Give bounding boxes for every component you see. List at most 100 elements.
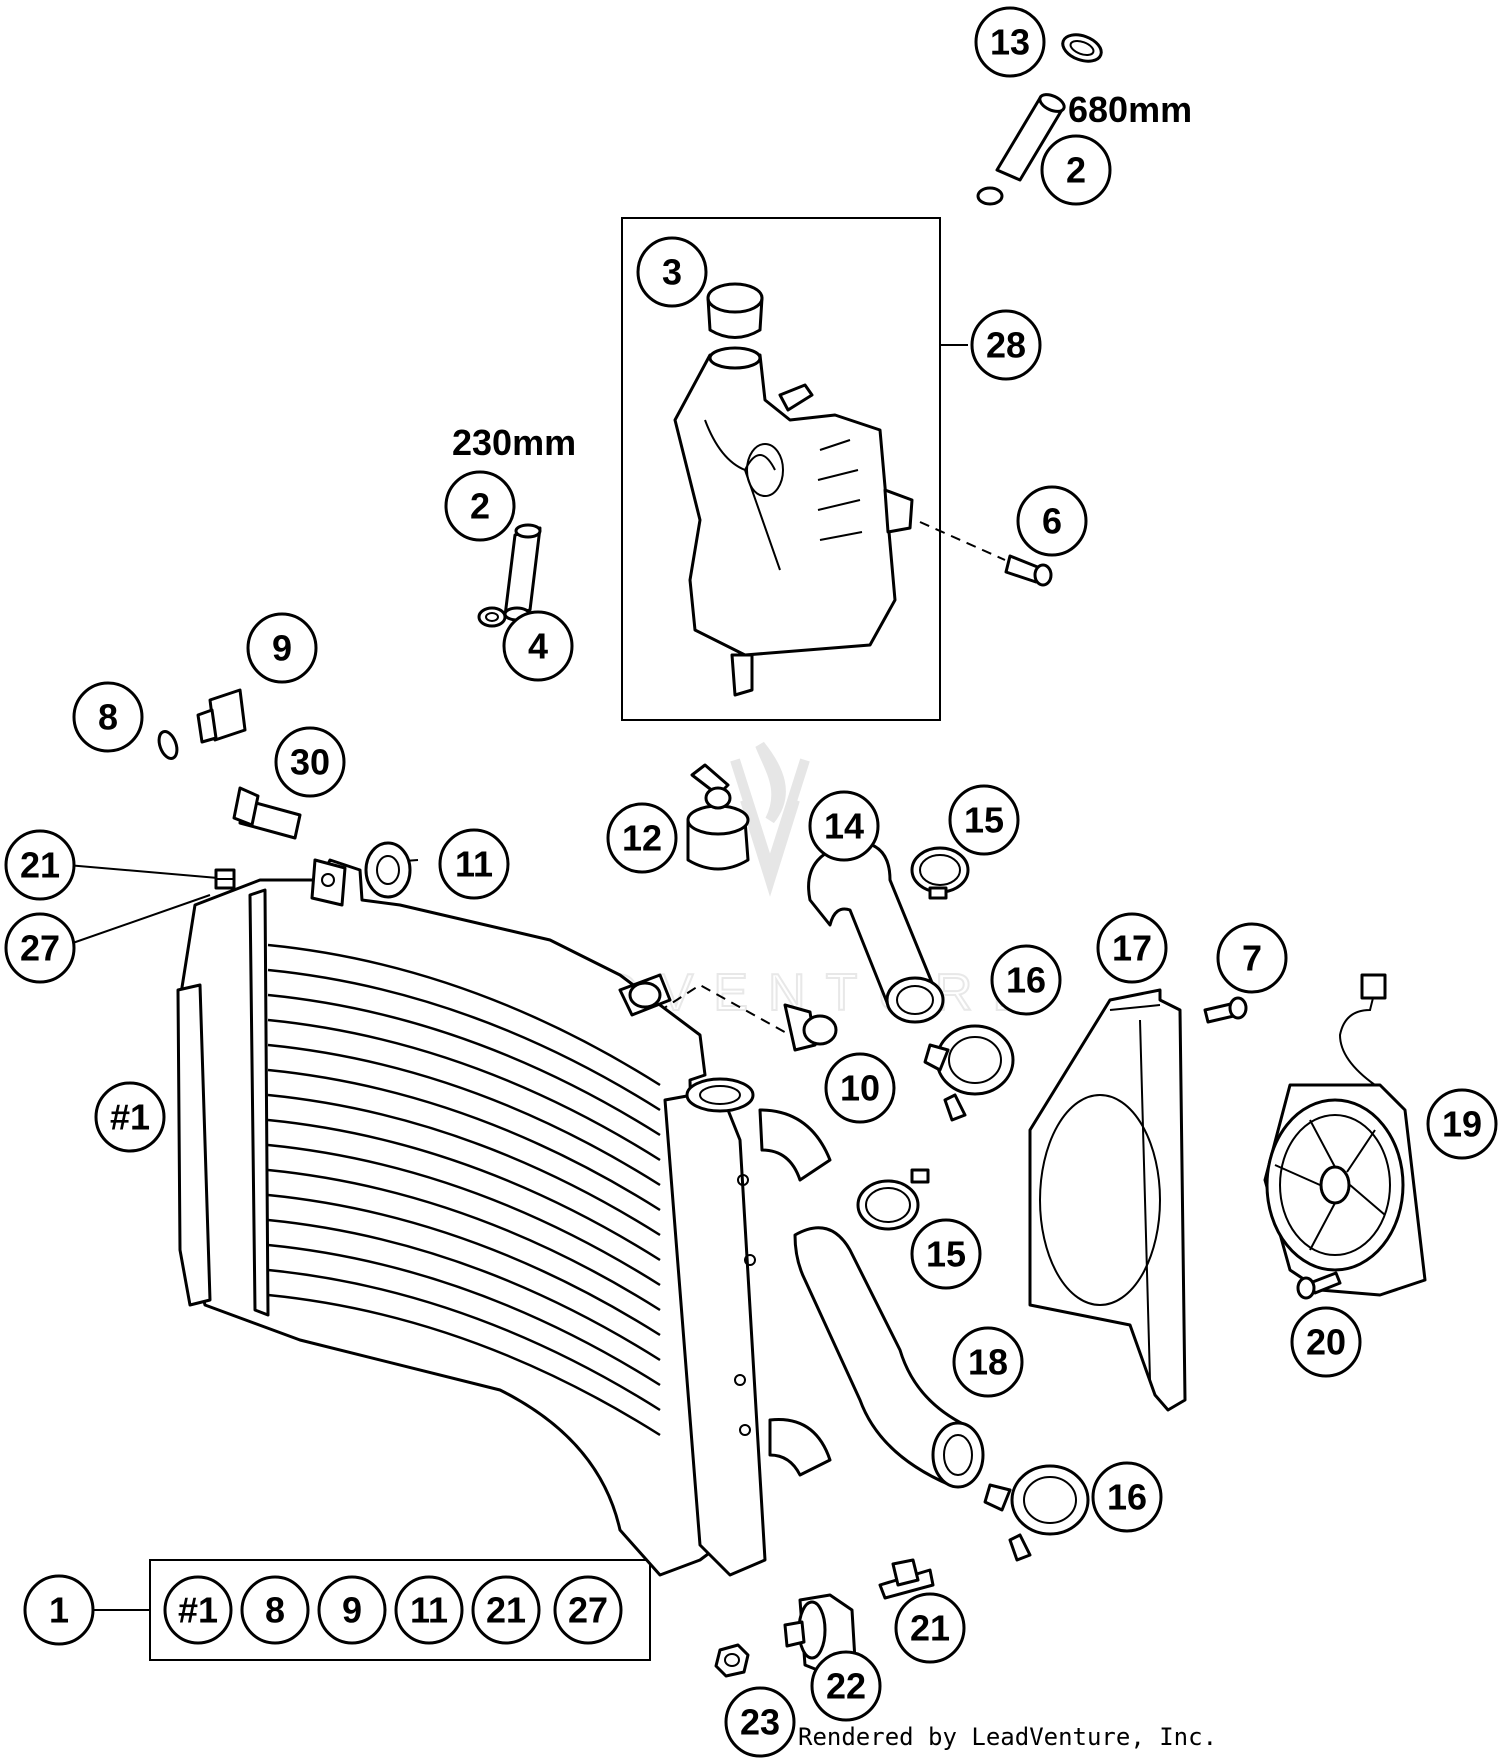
- callout-2-lower[interactable]: 2: [444, 470, 516, 542]
- svg-text:14: 14: [824, 806, 864, 847]
- svg-text:8: 8: [98, 697, 118, 738]
- bolt-10: [783, 1003, 838, 1052]
- svg-text:4: 4: [528, 626, 548, 667]
- callout-11[interactable]: 11: [438, 828, 510, 900]
- radiator-cap: [686, 763, 750, 871]
- callout-radiator-hash1[interactable]: #1: [94, 1081, 166, 1153]
- callout-8[interactable]: 8: [72, 681, 144, 753]
- callout-22[interactable]: 22: [810, 1650, 882, 1722]
- svg-text:23: 23: [740, 1702, 780, 1743]
- kit-item-8[interactable]: 8: [240, 1575, 310, 1645]
- callout-16-lower[interactable]: 16: [1091, 1461, 1163, 1533]
- callout-21-upper[interactable]: 21: [4, 829, 76, 901]
- svg-text:10: 10: [840, 1068, 880, 1109]
- bleed-screw-21: [214, 868, 236, 890]
- cooling-fan: [1263, 973, 1427, 1297]
- reservoir-group-box: [621, 217, 941, 721]
- callout-7[interactable]: 7: [1216, 922, 1288, 994]
- screw-20: [1296, 1271, 1342, 1300]
- svg-text:7: 7: [1242, 938, 1262, 979]
- spring-clamp-16-upper: [923, 1024, 1015, 1122]
- callout-28[interactable]: 28: [970, 309, 1042, 381]
- bolt-21-lower: [878, 1558, 935, 1600]
- svg-text:17: 17: [1112, 928, 1152, 969]
- svg-text:1: 1: [49, 1590, 69, 1631]
- kit-item-21[interactable]: 21: [471, 1575, 541, 1645]
- radiator-fins: [267, 943, 661, 1437]
- callout-9[interactable]: 9: [246, 612, 318, 684]
- svg-text:9: 9: [342, 1590, 362, 1631]
- grommet-11: [364, 841, 412, 899]
- callout-27[interactable]: 27: [4, 912, 76, 984]
- svg-text:21: 21: [20, 845, 60, 886]
- callout-19[interactable]: 19: [1426, 1088, 1498, 1160]
- svg-text:11: 11: [455, 844, 493, 885]
- fan-shroud: [1028, 988, 1187, 1412]
- svg-text:3: 3: [662, 252, 682, 293]
- callout-14[interactable]: 14: [808, 790, 880, 862]
- svg-text:15: 15: [964, 800, 1004, 841]
- kit-box: [149, 1559, 651, 1661]
- hose-18: [793, 1226, 985, 1489]
- callout-16-upper[interactable]: 16: [990, 944, 1062, 1016]
- callout-17[interactable]: 17: [1096, 912, 1168, 984]
- expansion-tank: [673, 346, 914, 697]
- svg-text:2: 2: [1066, 150, 1086, 191]
- callout-15-upper[interactable]: 15: [948, 784, 1020, 856]
- callout-12[interactable]: 12: [606, 802, 678, 874]
- clamp-13: [1061, 33, 1103, 63]
- hose-clamp-15-lower: [856, 1168, 930, 1231]
- callout-6[interactable]: 6: [1016, 485, 1088, 557]
- svg-text:#1: #1: [110, 1097, 150, 1138]
- radiator: [176, 858, 832, 1577]
- dimension-680mm: 680mm: [1068, 89, 1192, 130]
- screw-6: [1004, 554, 1053, 587]
- svg-text:16: 16: [1006, 960, 1046, 1001]
- svg-text:21: 21: [910, 1608, 950, 1649]
- svg-text:27: 27: [568, 1590, 608, 1631]
- callout-4[interactable]: 4: [502, 610, 574, 682]
- callout-13[interactable]: 13: [974, 6, 1046, 78]
- dimension-230mm: 230mm: [452, 422, 576, 463]
- svg-text:30: 30: [290, 742, 330, 783]
- kit-items: #1 8 9 11 21 27: [163, 1575, 623, 1645]
- callout-2-upper[interactable]: 2: [1040, 134, 1112, 206]
- callout-30[interactable]: 30: [274, 726, 346, 798]
- callout-18[interactable]: 18: [952, 1326, 1024, 1398]
- render-credit: Rendered by LeadVenture, Inc.: [798, 1723, 1217, 1751]
- svg-text:19: 19: [1442, 1104, 1482, 1145]
- svg-text:18: 18: [968, 1342, 1008, 1383]
- svg-text:21: 21: [486, 1590, 526, 1631]
- svg-text:28: 28: [986, 325, 1026, 366]
- nut-23: [714, 1643, 750, 1678]
- hose-680mm: [976, 93, 1066, 206]
- hose-230mm: [503, 523, 542, 622]
- callout-21-lower[interactable]: 21: [894, 1592, 966, 1664]
- svg-text:20: 20: [1306, 1322, 1346, 1363]
- kit-item-hash1[interactable]: #1: [163, 1575, 233, 1645]
- svg-text:16: 16: [1107, 1477, 1147, 1518]
- callout-1[interactable]: 1: [23, 1574, 95, 1646]
- svg-text:22: 22: [826, 1666, 866, 1707]
- svg-text:11: 11: [410, 1590, 448, 1631]
- kit-item-9[interactable]: 9: [317, 1575, 387, 1645]
- hose-clamp-15-upper: [910, 846, 970, 900]
- svg-text:6: 6: [1042, 501, 1062, 542]
- hose-14: [807, 840, 945, 1024]
- callout-23[interactable]: 23: [724, 1686, 796, 1758]
- spring-clamp-16-lower: [983, 1464, 1090, 1562]
- callout-15-lower[interactable]: 15: [910, 1218, 982, 1290]
- svg-text:8: 8: [265, 1590, 285, 1631]
- svg-text:12: 12: [622, 818, 662, 859]
- bolt-30: [232, 786, 302, 840]
- callout-10[interactable]: 10: [824, 1052, 896, 1124]
- svg-text:13: 13: [990, 22, 1030, 63]
- svg-text:9: 9: [272, 628, 292, 669]
- callout-3[interactable]: 3: [636, 236, 708, 308]
- parts: [157, 33, 1427, 1678]
- svg-text:2: 2: [470, 486, 490, 527]
- kit-item-11[interactable]: 11: [394, 1575, 464, 1645]
- kit-item-27[interactable]: 27: [553, 1575, 623, 1645]
- callout-20[interactable]: 20: [1290, 1306, 1362, 1378]
- clamp-4: [477, 606, 507, 628]
